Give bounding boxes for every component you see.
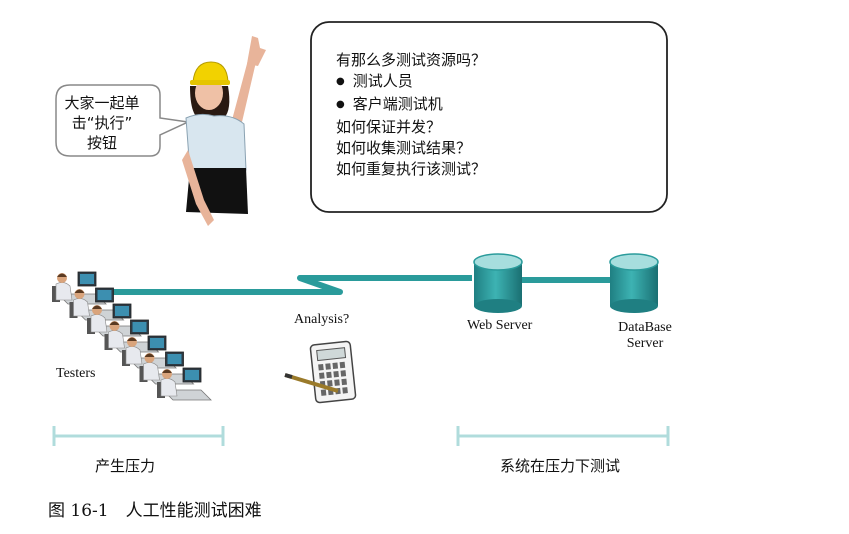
system-test-bracket [456,426,670,446]
calculator-icon [309,340,357,404]
system-test-label: 系统在压力下测试 [500,457,621,475]
calculator-key [332,362,339,369]
tester-at-computer [69,287,125,321]
tester-at-computer [157,367,212,401]
calculator-key [341,378,347,386]
small-bubble-text: 大家一起单 击“执行” 按钮 [58,93,146,153]
pressure-bracket [52,426,225,446]
network-link [104,275,612,295]
calculator-key [334,379,340,386]
tester-at-computer [104,319,160,353]
pencil-icon [284,373,339,393]
small-bubble-line: 击“执行” [71,114,133,132]
calculator-key [339,361,346,369]
calculator-key [333,370,339,378]
woman-with-helmet-figure [182,36,266,226]
small-bubble-line: 按钮 [86,134,117,152]
question-resources: 有那么多测试资源吗？ [336,51,487,69]
calculator-key [342,387,348,394]
calculator-key [340,370,347,377]
calculator-key [325,363,331,370]
big-bubble-text: 有那么多测试资源吗？ 测试人员 客户端测试机 如何保证并发？ 如何收集测试结果？… [336,50,656,180]
small-bubble-line: 大家一起单 [64,94,140,112]
testers-workstations [52,271,212,401]
database-server-label: DataBase Server [612,320,678,352]
calculator-key [318,363,324,371]
tester-at-computer [122,335,177,369]
database-server-label-line2: Server [626,336,664,351]
calculator-key [327,380,333,387]
database-server-label-line1: DataBase [618,320,672,335]
calculator-key [326,371,332,379]
question-collect-results: 如何收集测试结果？ [336,139,472,157]
calculator-key [320,389,327,396]
big-speech-bubble [310,21,668,213]
bullet-testers: 测试人员 [336,71,656,94]
question-concurrency: 如何保证并发？ [336,118,442,136]
question-repeat-test: 如何重复执行该测试？ [336,160,487,178]
database-server-cylinder [609,253,659,313]
analysis-label: Analysis? [294,312,350,327]
small-speech-bubble [55,84,191,157]
figure-caption: 图 16-1 人工性能测试困难 [48,501,262,521]
testers-label: Testers [56,366,96,381]
calculator-key [319,372,325,379]
web-server-cylinder [473,253,523,313]
tester-at-computer [52,271,107,305]
web-server-label: Web Server [467,318,533,333]
bullet-client-machines: 客户端测试机 [336,94,656,117]
pressure-label: 产生压力 [95,457,156,475]
